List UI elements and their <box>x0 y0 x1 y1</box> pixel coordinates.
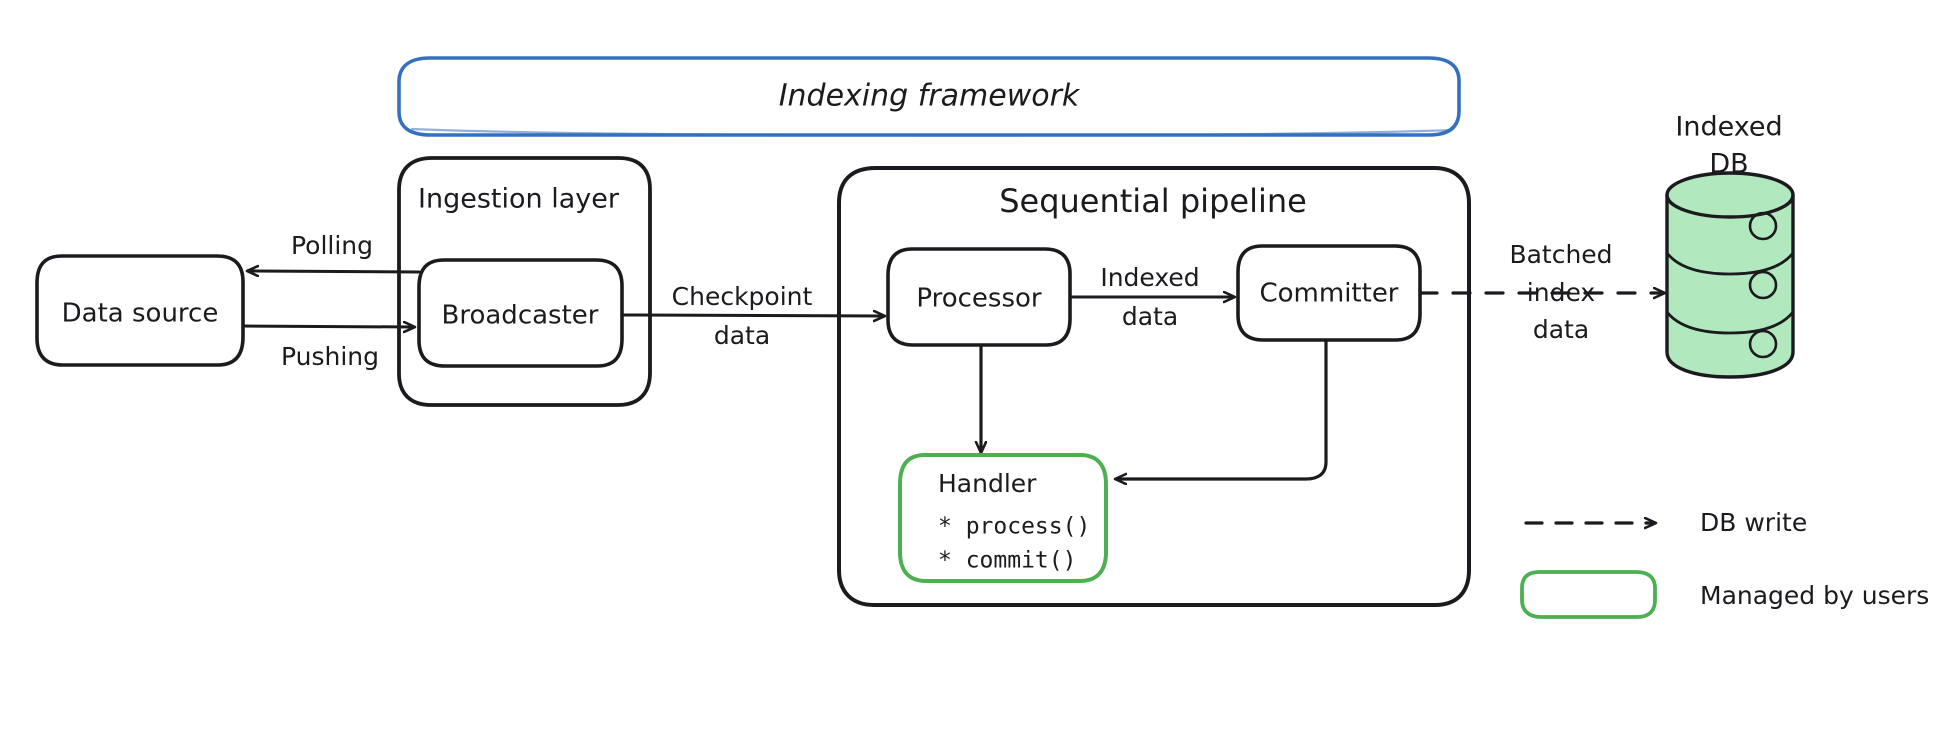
handler-method-process: * process() <box>938 514 1090 540</box>
indexing-framework-banner: Indexing framework <box>397 56 1461 137</box>
edge-polling: Polling <box>248 231 421 272</box>
edge-batched-index-data: Batched index data <box>1418 240 1664 344</box>
broadcaster-label: Broadcaster <box>442 301 599 331</box>
data-source-label: Data source <box>62 299 219 329</box>
indexed-db-label-line1: Indexed <box>1675 112 1782 143</box>
edge-batched-label-line2: index <box>1527 278 1595 307</box>
committer-label: Committer <box>1259 279 1398 309</box>
edge-indexed-label-line2: data <box>1122 302 1178 331</box>
legend-item-db-write: DB write <box>1524 508 1807 537</box>
edge-checkpoint-label-line2: data <box>714 321 770 350</box>
edge-batched-label-line3: data <box>1533 315 1589 344</box>
legend-label-managed-by-users: Managed by users <box>1700 581 1929 610</box>
ingestion-layer-container: Ingestion layer <box>397 156 652 407</box>
committer-node[interactable]: Committer <box>1236 244 1422 342</box>
ingestion-layer-label: Ingestion layer <box>418 184 620 215</box>
edge-checkpoint-label-line1: Checkpoint <box>672 282 813 311</box>
data-source-node[interactable]: Data source <box>35 254 245 367</box>
legend: DB write Managed by users <box>1520 508 1929 619</box>
legend-label-db-write: DB write <box>1700 508 1807 537</box>
edge-pushing-label: Pushing <box>281 342 379 371</box>
edge-checkpoint-data: Checkpoint data <box>620 282 884 350</box>
sequential-pipeline-container: Sequential pipeline <box>837 166 1471 607</box>
edge-indexed-data: Indexed data <box>1068 263 1234 331</box>
framework-banner-label: Indexing framework <box>779 79 1081 114</box>
handler-method-commit: * commit() <box>938 548 1076 574</box>
indexed-db-node[interactable]: Indexed DB <box>1665 112 1795 379</box>
broadcaster-node[interactable]: Broadcaster <box>417 258 624 368</box>
processor-label: Processor <box>916 284 1042 314</box>
db-cylinder-top-fill <box>1667 173 1793 217</box>
pipeline-label: Sequential pipeline <box>999 182 1307 220</box>
handler-title: Handler <box>938 469 1037 498</box>
edge-batched-label-line1: Batched <box>1509 240 1612 269</box>
edge-committer-to-handler <box>1116 338 1328 479</box>
processor-node[interactable]: Processor <box>886 247 1072 347</box>
edge-polling-label: Polling <box>291 231 373 260</box>
edge-pushing: Pushing <box>241 326 414 371</box>
edge-indexed-label-line1: Indexed <box>1100 263 1199 292</box>
handler-node[interactable]: Handler * process() * commit() <box>898 453 1108 583</box>
legend-item-managed-by-users: Managed by users <box>1520 570 1929 619</box>
